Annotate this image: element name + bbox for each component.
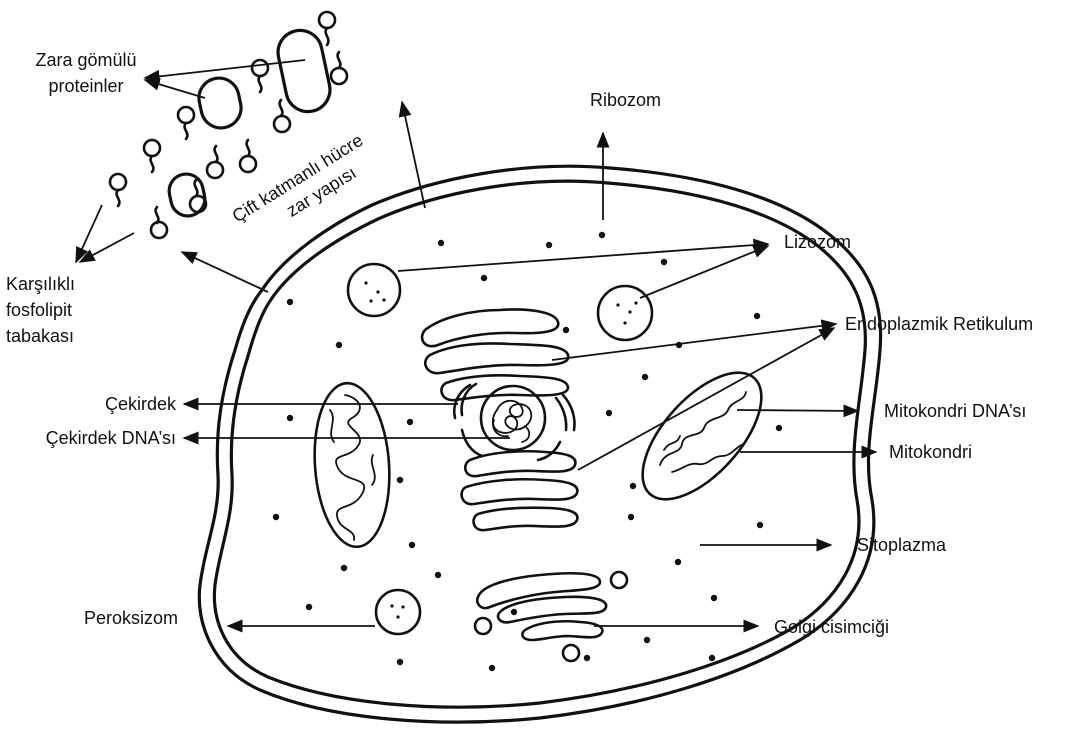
arrow-zara-protein-2 [145, 80, 205, 98]
ribosome-dot [776, 425, 782, 431]
label-mitokondri-dna: Mitokondri DNA’sı [884, 401, 1026, 421]
phospholipid [110, 174, 126, 206]
ribosome-dot [606, 410, 612, 416]
ribosome-dot [754, 313, 760, 319]
ribosome-dot [599, 232, 605, 238]
ribosome-dot [675, 559, 681, 565]
phospholipid [207, 146, 223, 178]
label-ribozom: Ribozom [590, 90, 661, 110]
ribosome-dot [273, 514, 279, 520]
ribosome-dot [287, 415, 293, 421]
arrow-lizozom-1 [398, 244, 768, 271]
arrow-lizozom-2 [640, 246, 768, 298]
phospholipid [144, 140, 160, 172]
phospholipid [178, 107, 194, 139]
phospholipid [240, 140, 256, 172]
ribosome-dot [661, 259, 667, 265]
label-golgi: Golgi cisimciği [774, 617, 889, 637]
label-cekirdek-dna: Çekirdek DNA’sı [46, 428, 176, 448]
ribosome-dot [563, 327, 569, 333]
ribosome-dot [630, 483, 636, 489]
endoplasmic-reticulum-lower [462, 451, 578, 530]
golgi-apparatus [475, 572, 627, 661]
lysosome-left [348, 264, 400, 316]
ribosome-dot [336, 342, 342, 348]
label-lizozom: Lizozom [784, 232, 851, 252]
ribosome-dot [287, 299, 293, 305]
peroxisome [376, 590, 420, 634]
label-cekirdek: Çekirdek [105, 394, 177, 414]
mitochondrion-left [309, 381, 394, 550]
arrow-fosfolipit-1 [76, 205, 102, 262]
label-karsilikli-line3: tabakası [6, 326, 74, 346]
label-endoplazmik: Endoplazmik Retikulum [845, 314, 1033, 334]
label-karsilikli-line1: Karşılıklı [6, 274, 75, 294]
label-zara-line2: proteinler [48, 76, 123, 96]
embedded-protein [195, 74, 245, 131]
label-sitoplazma: Sitoplazma [857, 535, 947, 555]
arrow-cift-katman-left [182, 252, 268, 292]
ribosome-dot [438, 240, 444, 246]
arrow-er-1 [552, 324, 836, 360]
ribosome-dot [397, 659, 403, 665]
ribosome-dot [628, 514, 634, 520]
ribosome-dot [642, 374, 648, 380]
label-zara-line1: Zara gömülü [35, 50, 136, 70]
phospholipid [151, 207, 167, 238]
ribosome-dot [709, 655, 715, 661]
endoplasmic-reticulum-upper [422, 310, 568, 401]
arrow-er-2 [578, 328, 834, 470]
ribosome-dot [711, 595, 717, 601]
phospholipid [319, 12, 335, 45]
ribosome-dot [584, 655, 590, 661]
label-karsilikli-line2: fosfolipit [6, 300, 72, 320]
embedded-protein [274, 26, 334, 115]
label-mitokondri: Mitokondri [889, 442, 972, 462]
arrow-mitokondri-dna [737, 410, 858, 411]
ribosome-dot [757, 522, 763, 528]
ribosome-dot [409, 542, 415, 548]
ribosome-dot [489, 665, 495, 671]
label-peroksizom: Peroksizom [84, 608, 178, 628]
ribosome-dot [435, 572, 441, 578]
ribosome-dot [481, 275, 487, 281]
ribosome-dot [407, 419, 413, 425]
ribosome-dot [511, 609, 517, 615]
phospholipid [331, 52, 347, 84]
ribosome-dot [644, 637, 650, 643]
phospholipid [274, 100, 290, 132]
ribosome-dot [306, 604, 312, 610]
ribosome-dot [397, 477, 403, 483]
ribosome-dot [341, 565, 347, 571]
lysosome-right [598, 286, 652, 340]
ribosome-dot [546, 242, 552, 248]
